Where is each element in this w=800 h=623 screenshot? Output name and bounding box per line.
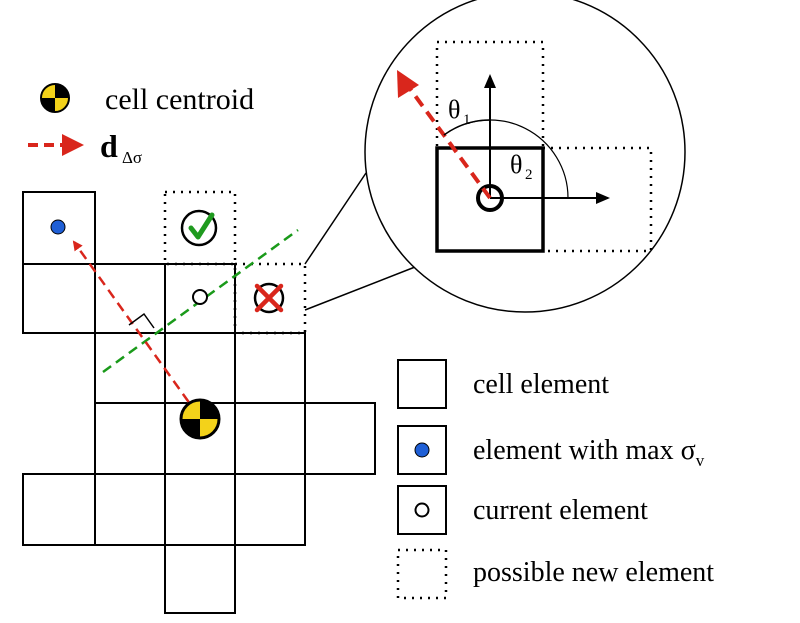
direction-vector <box>72 240 200 416</box>
check-mark-icon <box>180 209 218 247</box>
direction-arrow-head-icon <box>62 134 84 156</box>
zoom-connector-top <box>304 172 367 265</box>
cell-element <box>234 473 306 546</box>
legend-possible-new-element-row: possible new element <box>396 548 714 600</box>
zoom-direction-arrow-head-icon <box>397 70 419 98</box>
legend-possible-new-element-label: possible new element <box>473 557 714 588</box>
current-element-marker <box>192 289 208 305</box>
max-stress-element-dot <box>50 219 66 235</box>
legend-current-element-row: current element <box>397 485 648 535</box>
legend-direction-symbol: d <box>100 128 118 164</box>
cell-element <box>94 473 166 546</box>
legend-centroid-label: cell centroid <box>105 83 254 116</box>
legend-possible-new-element-swatch <box>396 548 448 600</box>
cross-mark-icon <box>253 282 285 314</box>
cell-element <box>304 402 376 475</box>
legend-cell-element-swatch <box>397 359 447 409</box>
cell-element <box>94 263 166 334</box>
zoom-direction-vector <box>403 80 492 200</box>
cell-element <box>234 332 306 404</box>
legend-current-element-marker <box>414 502 430 518</box>
right-angle-marker <box>128 312 155 329</box>
legend-direction-row: d Δσ <box>28 128 142 167</box>
zoom-candidate-right <box>541 146 653 253</box>
svg-text:1: 1 <box>463 112 471 128</box>
legend-centroid-row: cell centroid <box>40 83 254 116</box>
legend-max-element-label: element with max σv <box>473 435 705 470</box>
legend-max-element-dot <box>414 442 430 458</box>
legend-max-element-prefix: element with max <box>473 435 681 466</box>
cell-centroid-icon <box>40 83 70 113</box>
cell-element <box>94 332 166 404</box>
svg-text:θ: θ <box>448 95 460 124</box>
cell-centroid-marker <box>179 398 221 440</box>
zoom-circle <box>364 0 686 313</box>
cell-grid <box>22 191 376 614</box>
theta2-label: θ 2 <box>510 150 533 183</box>
svg-text:θ: θ <box>510 150 522 179</box>
legend-max-element-swatch <box>397 425 447 475</box>
theta2-arc <box>443 119 569 199</box>
possible-new-elements <box>163 190 307 335</box>
theta1-label: θ 1 <box>448 95 471 128</box>
svg-text:2: 2 <box>525 167 533 183</box>
legend-bottom: cell element element with max σv current… <box>396 359 714 600</box>
cell-element <box>94 402 166 475</box>
legend-max-element-row: element with max σv <box>397 425 705 475</box>
cell-element <box>234 402 306 475</box>
legend-current-element-swatch <box>397 485 447 535</box>
possible-new-element-rejected <box>233 262 307 335</box>
legend-current-element-label: current element <box>473 495 648 526</box>
cell-element <box>22 473 96 546</box>
legend-direction-subscript: Δσ <box>122 148 142 167</box>
cell-element <box>22 263 96 334</box>
cell-element <box>164 332 236 404</box>
legend-cell-element-label: cell element <box>473 369 609 400</box>
possible-new-element-accepted <box>163 190 237 266</box>
cell-element <box>164 544 236 614</box>
zoom-connector-bottom <box>304 266 416 311</box>
legend-max-element-symbol: σ <box>681 435 696 466</box>
legend-cell-element-row: cell element <box>397 359 609 409</box>
cell-element <box>164 473 236 546</box>
zoom-callout: θ 1 θ 2 <box>304 0 686 313</box>
legend-max-element-subscript: v <box>696 451 705 470</box>
